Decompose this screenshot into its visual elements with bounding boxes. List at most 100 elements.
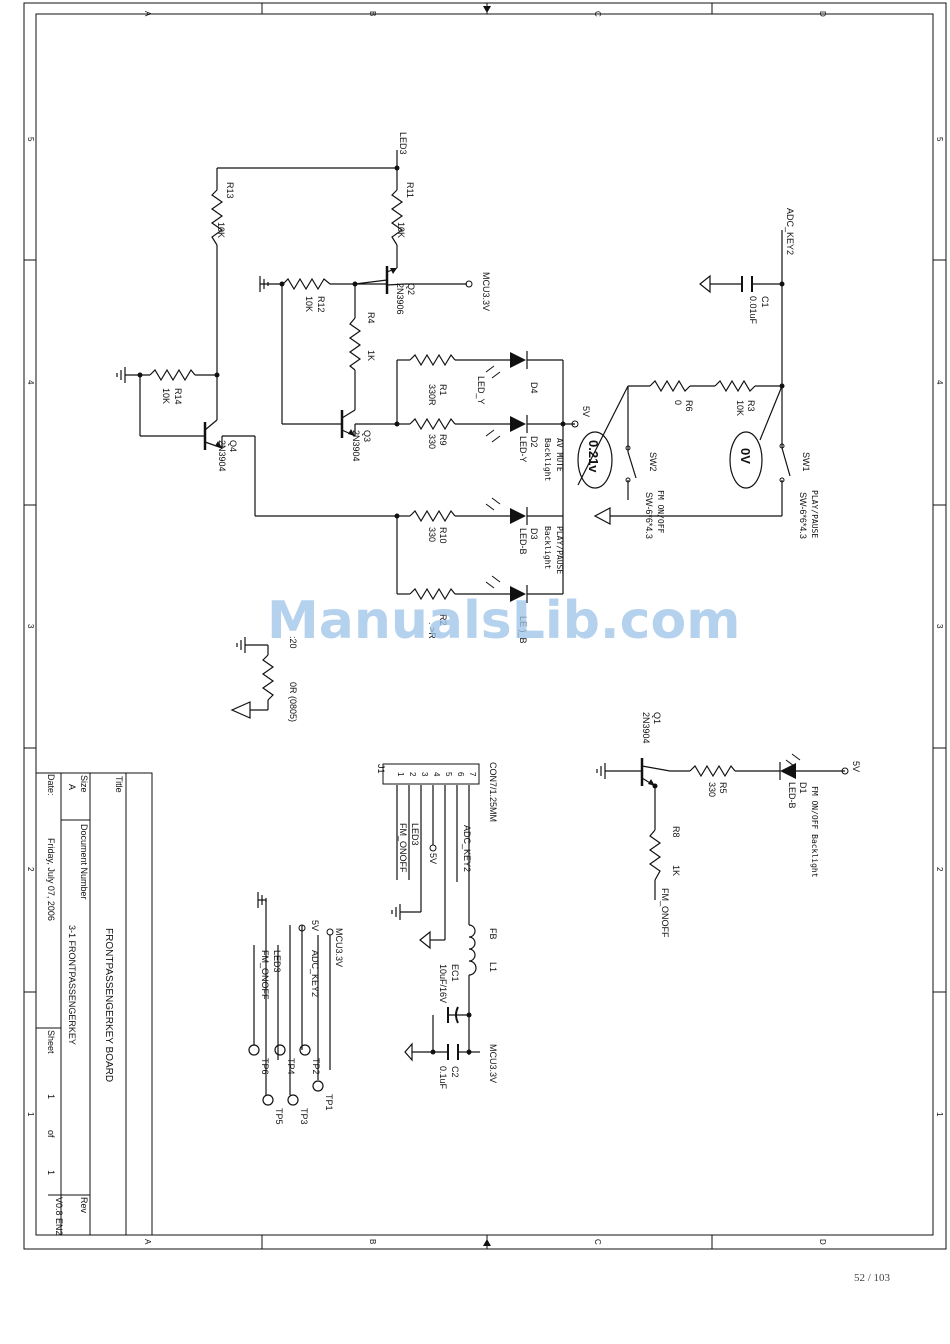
r6-symbol [649, 379, 691, 393]
voltage-probe-sw2 [577, 431, 613, 489]
title-label: Title [114, 776, 124, 793]
j1-value: CON7/1.25MM [488, 762, 498, 822]
r11-value: 10K [396, 222, 406, 238]
r2-symbol [409, 587, 456, 601]
sw2-ref: SW2 [648, 452, 658, 472]
zone-number-left: 5 [26, 137, 35, 142]
ec1-value: 10uF/16V [438, 964, 448, 1003]
ec1-plate-b [455, 1006, 459, 1024]
r10-value: 330 [427, 527, 437, 542]
q1-ref: Q1 [652, 712, 662, 724]
d3-value: LED-B [518, 528, 528, 555]
r10-ref: R10 [438, 527, 448, 544]
sheet-label: Sheet [46, 1030, 56, 1054]
r14-value: 10K [161, 388, 171, 404]
r4-symbol [348, 317, 362, 371]
q3-value: 2N3904 [351, 430, 361, 462]
c1-value: 0.01uF [748, 296, 758, 325]
rev-value: V0.8 EN2 [54, 1197, 64, 1236]
net-label-mcu33-c2: MCU3.3V [488, 1044, 498, 1083]
net-label-led3-j1: LED3 [410, 823, 420, 846]
d3-symbol [510, 508, 526, 524]
net-label-adc-key2-j1: ADC_KEY2 [462, 825, 472, 872]
zone-number-left: 3 [26, 624, 35, 629]
voltage-probe-sw1 [729, 431, 763, 489]
tp6-label: TP6 [260, 1058, 270, 1075]
tp3-symbol [287, 1094, 299, 1106]
d4-symbol [510, 352, 526, 368]
zone-letter-top: D [818, 11, 827, 17]
rev-label: Rev [79, 1197, 89, 1214]
zone-number-right: 5 [935, 137, 944, 142]
r2-ref: R2 [438, 614, 448, 626]
sheet-value: 1 [46, 1094, 56, 1099]
r11-symbol [390, 189, 404, 246]
c2-value: 0.1uF [438, 1066, 448, 1090]
r13-ref: R13 [225, 182, 235, 199]
tp1-symbol [312, 1080, 324, 1092]
q3-arrow [348, 429, 355, 436]
r9-value: 330 [427, 434, 437, 449]
zone-letter-bottom: B [368, 1239, 377, 1244]
tp2-label: TP2 [311, 1058, 321, 1075]
ground-symbols [116, 274, 711, 1062]
zone-number-left: 1 [26, 1112, 35, 1117]
note-av-mute: AV MUTE [555, 438, 564, 472]
j1-pin: 1 [396, 772, 405, 777]
ground-icon [699, 274, 711, 294]
q4-ref: Q4 [228, 440, 238, 452]
tp5-symbol [262, 1094, 274, 1106]
net-label-mcu33-q2: MCU3.3V [481, 272, 491, 311]
net-label-mcu33-tp: MCU3.3V [334, 928, 344, 967]
r12-ref: R12 [316, 296, 326, 313]
r11-ref: R11 [405, 182, 415, 198]
r1-ref: R1 [438, 384, 448, 396]
j1-pin: 2 [408, 772, 417, 777]
r20-ref: :20 [288, 636, 298, 649]
q2-value: 2N3906 [395, 283, 405, 315]
outer-frame [23, 2, 947, 1250]
of-value: 1 [46, 1170, 56, 1175]
zone-letter-top: C [593, 11, 602, 17]
wires [125, 150, 845, 1095]
page-number: 52 / 103 [853, 1272, 890, 1284]
tp3-label: TP3 [299, 1108, 309, 1125]
j1-pin: 5 [444, 772, 453, 777]
ground-icon [391, 904, 401, 920]
net-label-5v-tp: 5V [310, 920, 320, 931]
r5-ref: R5 [718, 782, 728, 794]
net-label-led3-tp: LED3 [272, 950, 282, 973]
watermark: ManualsLib.com [267, 591, 740, 651]
d5-value: LE )_B [518, 616, 528, 644]
ground-icon [259, 276, 269, 292]
ground-icon [257, 892, 267, 908]
l1-value: FB [488, 928, 498, 940]
sw1-ref: SW1 [801, 452, 811, 472]
date-value: Friday, July 07, 2006 [46, 838, 56, 921]
size-label: Size [79, 775, 89, 793]
net-label-adc-key2-tp: ADC_KEY2 [310, 950, 320, 997]
zone-number-right: 4 [935, 380, 944, 385]
r20-symbol [261, 654, 275, 701]
d2-symbol [510, 416, 526, 432]
net-label-fm-onoff-j1: FM_ONOFF [398, 823, 408, 873]
c2-ref: C2 [450, 1066, 460, 1078]
r8-symbol [648, 829, 662, 881]
tp4-label: TP4 [286, 1058, 296, 1075]
q1-arrow [648, 779, 655, 786]
note-fm-onoff-sw: FM ON/OFF [656, 490, 665, 534]
r2-value: . >R [427, 622, 437, 639]
d1-value: LED-B [787, 782, 797, 809]
ground-icon [419, 930, 431, 950]
r9-symbol [409, 417, 456, 431]
r3-value: 10K [735, 400, 745, 416]
tp4-symbol [274, 1044, 286, 1056]
ground-icon [593, 507, 611, 525]
ground-icon [404, 1042, 413, 1062]
zone-number-right: 1 [935, 1112, 944, 1117]
ground-icon [236, 637, 246, 653]
zone-letter-bottom: D [818, 1239, 827, 1245]
zone-letter-bottom: A [143, 1239, 152, 1245]
r3-symbol [714, 379, 756, 393]
tp2-symbol [299, 1044, 311, 1056]
